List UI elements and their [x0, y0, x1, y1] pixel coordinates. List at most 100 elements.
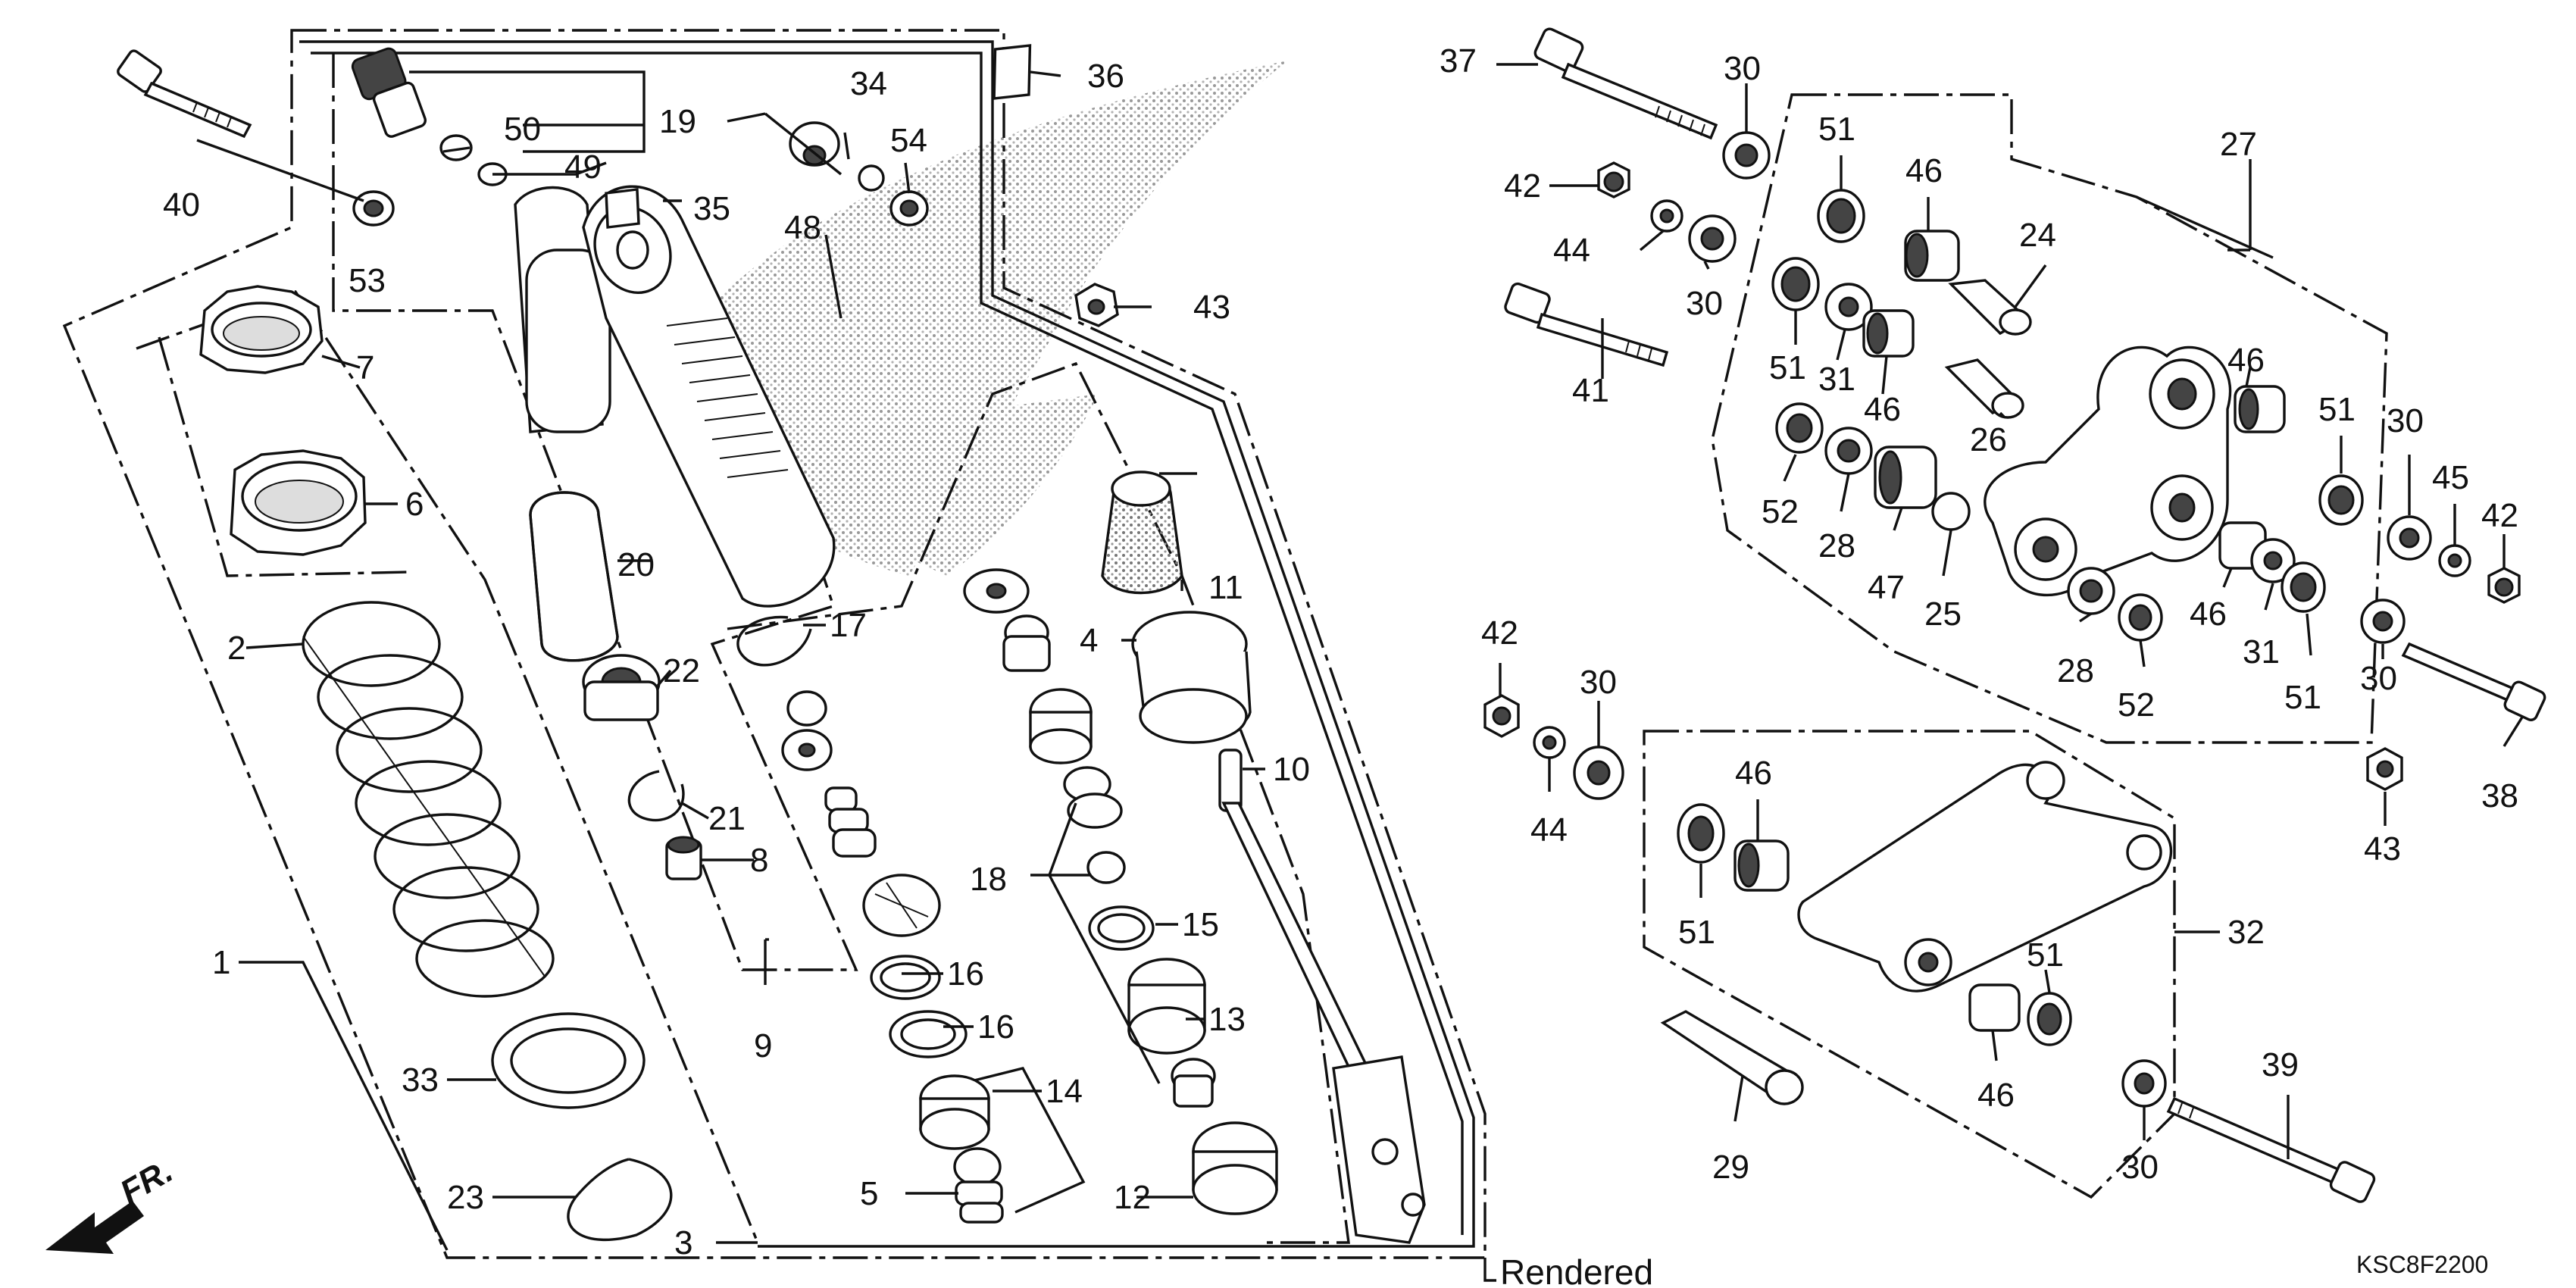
- part-27-link: [1984, 345, 2232, 597]
- callout-13: 13: [1208, 1001, 1246, 1038]
- part-52-seal-a: [1775, 402, 1824, 454]
- callout-37: 37: [1440, 42, 1477, 80]
- callout-18: 18: [970, 861, 1007, 898]
- callout-46-d: 46: [2190, 596, 2227, 633]
- callout-49: 49: [564, 148, 602, 186]
- callout-41: 41: [1572, 372, 1609, 409]
- part-51-bearing-d: [2281, 561, 2326, 613]
- callout-27: 27: [2220, 126, 2257, 163]
- part-30-collar-d: [2360, 599, 2406, 644]
- part-48-collar: [789, 121, 840, 167]
- part-19-valve: [351, 47, 427, 138]
- callout-2: 2: [227, 630, 245, 667]
- callout-52-a: 52: [1762, 493, 1799, 530]
- part-33-spring-seat: [491, 1012, 646, 1109]
- callout-44-b: 44: [1530, 811, 1568, 849]
- callout-28-2: 28: [2057, 652, 2094, 689]
- part-46-bearing-f: [1968, 983, 2021, 1032]
- part-30-collar-a: [1722, 131, 1771, 180]
- callout-10: 10: [1273, 751, 1310, 788]
- wing-watermark: [712, 61, 1288, 576]
- callout-46-b: 46: [1864, 391, 1901, 428]
- callout-labels: 1 2 3 4 5 6 7 8 9 10 11 12 13 14 15 16 1…: [163, 42, 2518, 1261]
- callout-15: 15: [1182, 906, 1219, 943]
- callout-32: 32: [2227, 914, 2265, 951]
- part-51-bearing-a: [1817, 189, 1865, 243]
- callout-30-c: 30: [2387, 402, 2424, 439]
- callout-43-b: 43: [2364, 830, 2401, 868]
- part-18-stack: [1002, 614, 1155, 951]
- front-direction-label: FR.: [114, 1152, 180, 1211]
- callout-16-2: 16: [977, 1008, 1014, 1046]
- callout-48: 48: [784, 209, 821, 246]
- callout-28: 28: [1818, 527, 1855, 564]
- part-42-nut-a: [1597, 161, 1630, 199]
- callout-34: 34: [850, 65, 887, 102]
- part-28-collar-b: [2067, 567, 2115, 615]
- part-47-bearing: [1874, 445, 1937, 509]
- part-25-collar: [1931, 492, 1971, 531]
- part-11-bump-stop: [1101, 470, 1183, 595]
- callout-7: 7: [356, 349, 374, 386]
- part-8-valve: [665, 836, 702, 880]
- part-39-bolt: [2166, 1096, 2376, 1203]
- callout-9: 9: [754, 1027, 772, 1064]
- callout-39: 39: [2262, 1046, 2299, 1083]
- callout-51-c: 51: [2318, 391, 2356, 428]
- callout-45: 45: [2432, 459, 2469, 496]
- diagram-code: KSC8F2200: [2356, 1251, 2488, 1278]
- callout-44-a: 44: [1553, 232, 1590, 269]
- part-46-bearing-b: [1862, 309, 1915, 358]
- part-7-lock-nut: [199, 285, 324, 374]
- callout-51-d: 51: [2284, 679, 2321, 716]
- callout-30-b: 30: [1686, 285, 1723, 322]
- callout-24: 24: [2019, 217, 2056, 254]
- callout-31-a: 31: [1818, 361, 1855, 398]
- callout-21: 21: [708, 800, 746, 837]
- callout-42-b: 42: [2481, 497, 2518, 534]
- part-29-pin: [1660, 1010, 1804, 1105]
- part-14-bushing: [919, 1074, 990, 1150]
- part-30-collar-f: [2121, 1059, 2167, 1108]
- part-45-washer: [2438, 544, 2471, 577]
- part-51-bearing-c: [2318, 474, 2364, 526]
- part-50-o-ring: [439, 134, 473, 161]
- callout-51-e: 51: [1678, 914, 1715, 951]
- callout-8: 8: [750, 842, 768, 879]
- part-46-bearing-a: [1904, 230, 1960, 282]
- part-cone: [1171, 1058, 1216, 1108]
- part-30-collar-b: [1688, 214, 1737, 263]
- part-17-circlip: [736, 615, 812, 667]
- part-16-seal: [870, 955, 941, 1000]
- callout-54: 54: [890, 122, 927, 159]
- part-36-label: [993, 44, 1032, 100]
- callout-4: 4: [1080, 622, 1098, 659]
- part-26-pin: [1944, 358, 2024, 419]
- part-28-collar-a: [1824, 427, 1873, 475]
- part-10-damper-rod: [1218, 749, 1426, 1244]
- callout-51-a: 51: [1818, 111, 1855, 148]
- part-nut-stack: [963, 568, 1030, 614]
- callout-31-b: 31: [2243, 633, 2280, 671]
- part-41-bolt: [1504, 282, 1669, 367]
- callout-51-f: 51: [2027, 936, 2064, 974]
- part-43-nut-b: [2366, 747, 2403, 791]
- part-12-bushing: [1192, 1121, 1278, 1215]
- part-34-washer: [858, 164, 885, 192]
- callout-29: 29: [1712, 1149, 1749, 1186]
- part-6-adjuster-nut: [230, 449, 367, 556]
- callout-42-c: 42: [1481, 614, 1518, 652]
- part-22-cap: [582, 654, 661, 721]
- callout-17: 17: [830, 607, 867, 644]
- shock-body: [514, 185, 836, 608]
- callout-30-a: 30: [1724, 50, 1761, 87]
- part-46-bearing-c: [2234, 385, 2286, 433]
- part-44-washer-a: [1650, 199, 1683, 233]
- callout-30-d: 30: [2360, 660, 2397, 697]
- part-35-label: [605, 188, 640, 229]
- callout-16: 16: [947, 955, 984, 993]
- part-51-bearing-e: [1677, 803, 1725, 864]
- callout-46-a: 46: [1905, 152, 1943, 189]
- part-40-bolt: [117, 49, 252, 139]
- callout-19: 19: [659, 103, 696, 140]
